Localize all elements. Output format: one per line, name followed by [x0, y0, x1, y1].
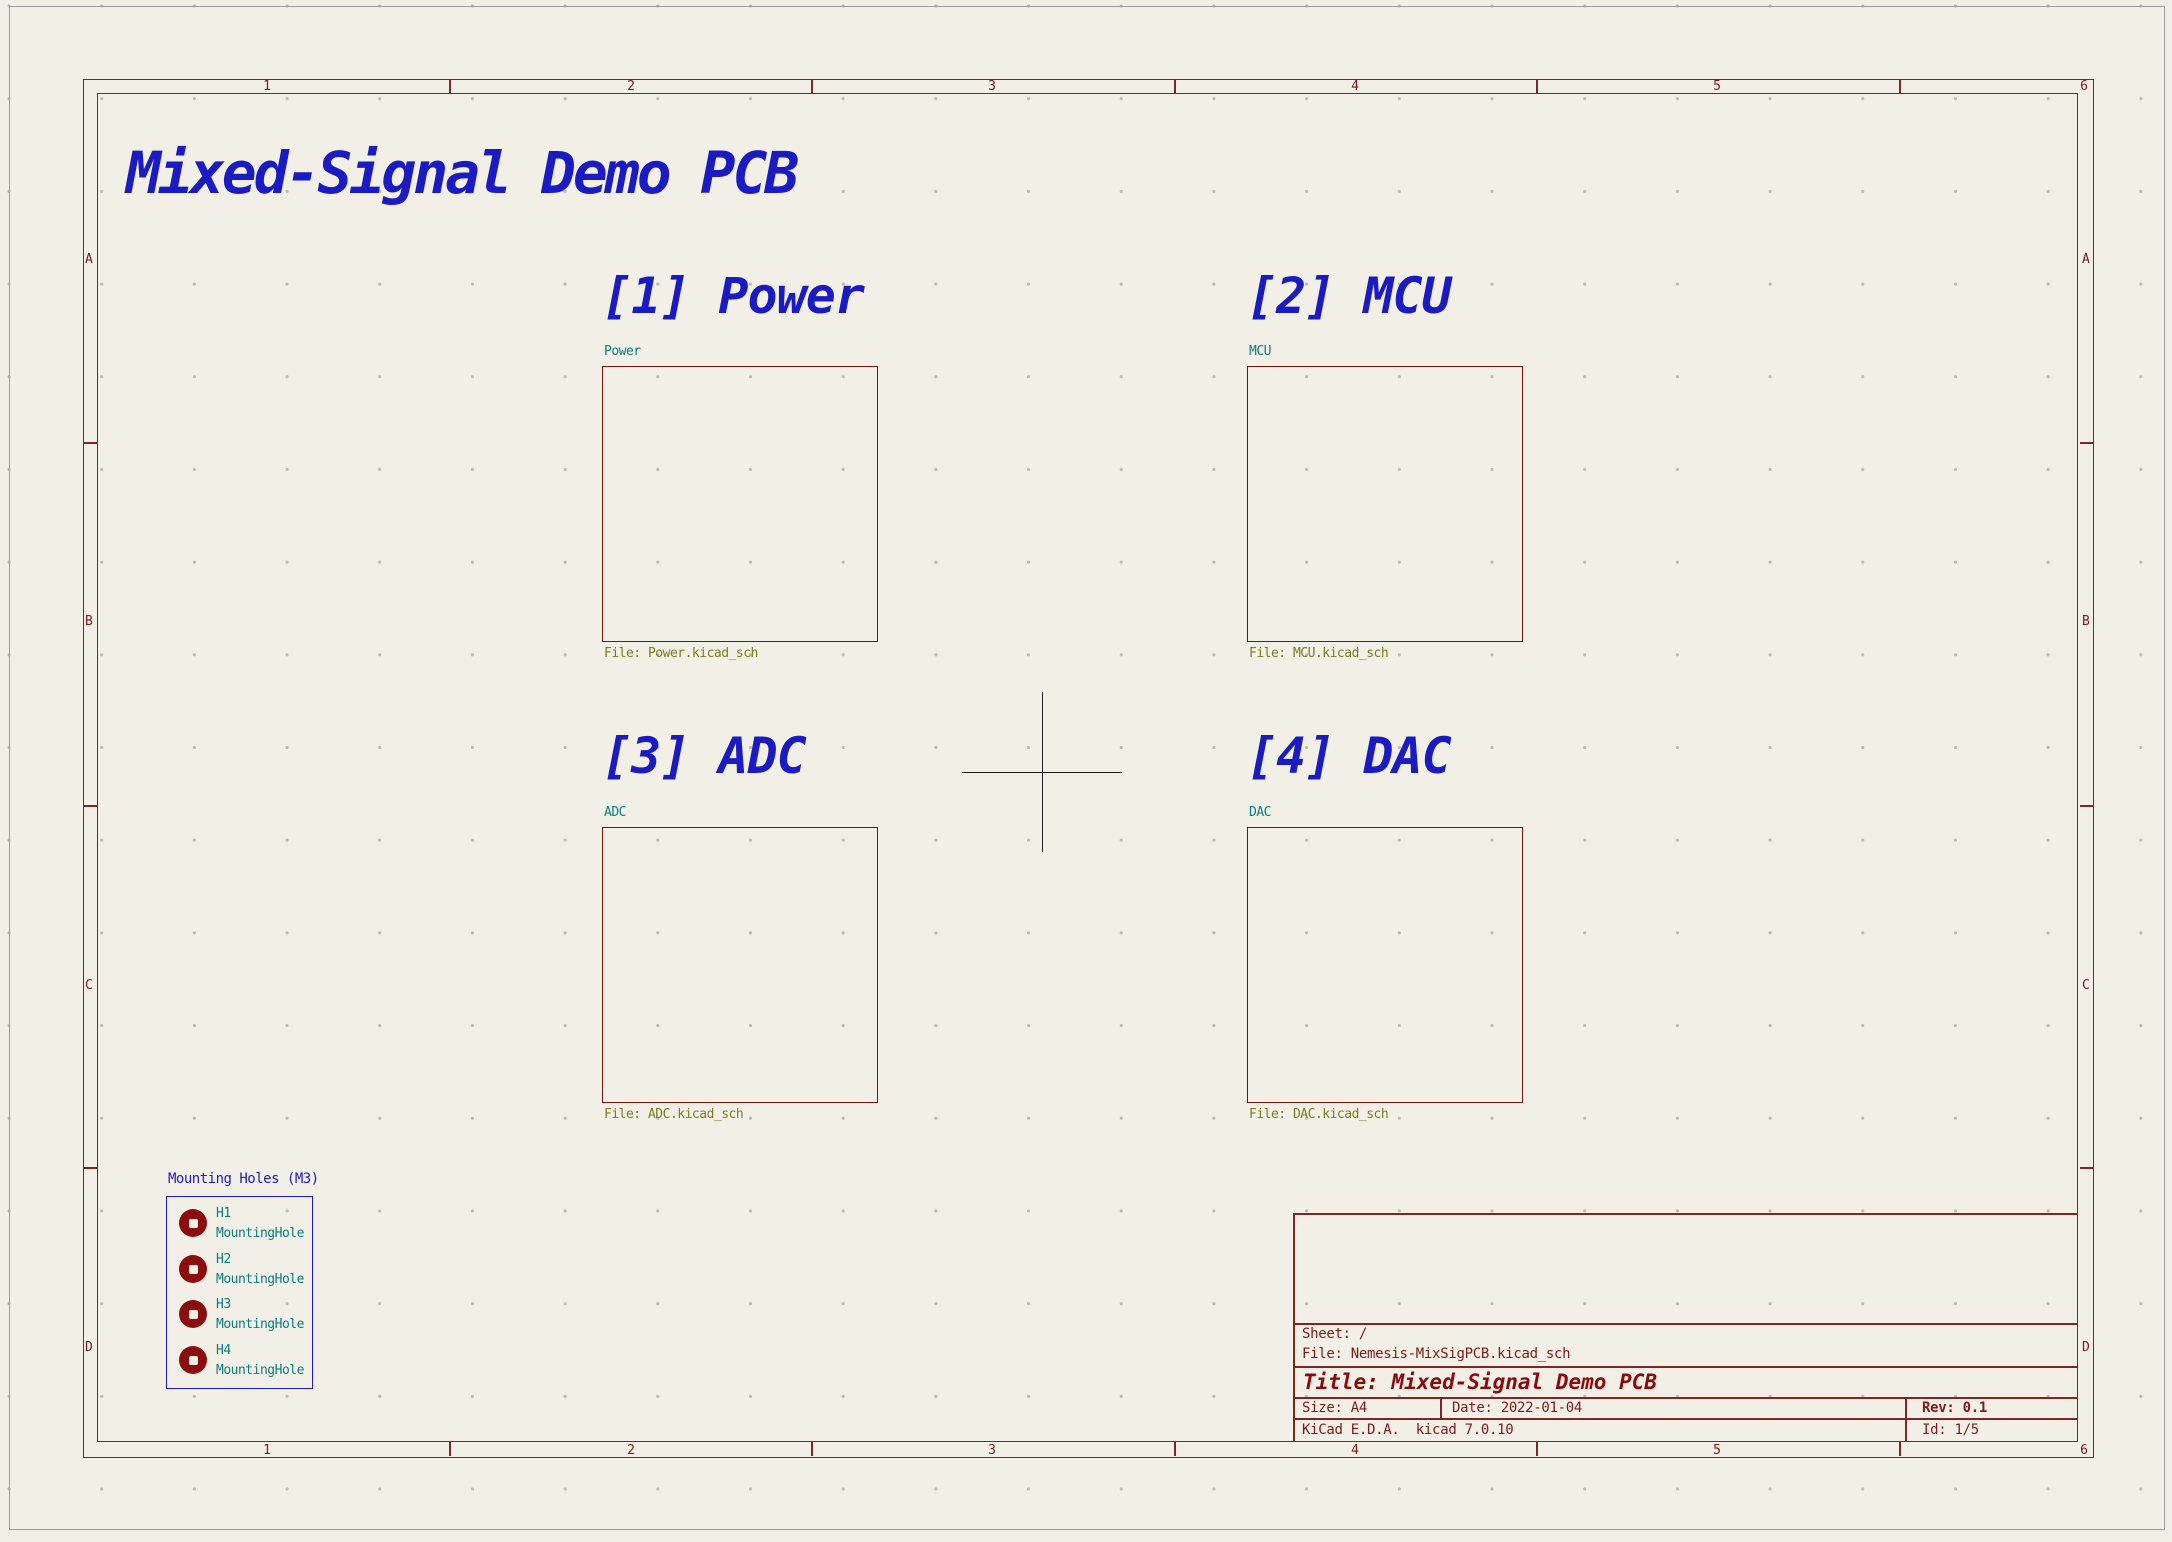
frame-tick: [811, 1442, 813, 1456]
mounting-hole-drill: [188, 1218, 198, 1228]
mounting-holes-group-label: Mounting Holes (M3): [168, 1171, 319, 1187]
sheet-file-dac: File: DAC.kicad_sch: [1249, 1107, 1389, 1122]
mounting-hole-ref: H3: [216, 1297, 231, 1312]
sheet-heading-dac[interactable]: [4] DAC: [1247, 727, 1452, 785]
frame-tick: [2080, 1167, 2094, 1169]
frame-row-label: B: [2082, 614, 2090, 629]
frame-tick: [2080, 442, 2094, 444]
frame-column-label: 2: [627, 79, 635, 94]
frame-column-label: 1: [263, 1443, 271, 1458]
sheet-box-adc[interactable]: [602, 827, 878, 1103]
mounting-hole-ref: H4: [216, 1343, 231, 1358]
title-block-divider: [1293, 1323, 2078, 1325]
sheet-file-adc: File: ADC.kicad_sch: [604, 1107, 744, 1122]
title-block-title: Title: Mixed-Signal Demo PCB: [1303, 1370, 1658, 1394]
title-block-date: Date: 2022-01-04: [1452, 1400, 1583, 1416]
mounting-hole-ref: H1: [216, 1206, 231, 1221]
frame-tick: [1899, 79, 1901, 93]
mounting-hole-symbol-h2[interactable]: [179, 1255, 207, 1283]
title-block-divider: [1905, 1397, 1907, 1442]
crosshair-cursor-vertical: [1041, 692, 1043, 852]
frame-tick: [1174, 1442, 1176, 1456]
sheet-box-mcu[interactable]: [1247, 366, 1523, 642]
mounting-hole-symbol-h3[interactable]: [179, 1300, 207, 1328]
frame-tick: [449, 79, 451, 93]
frame-row-label: D: [85, 1340, 93, 1355]
sheet-heading-power[interactable]: [1] Power: [602, 267, 865, 325]
sheet-name-mcu: MCU: [1249, 344, 1271, 359]
mounting-hole-drill: [188, 1309, 198, 1319]
mounting-hole-ref: H2: [216, 1252, 231, 1267]
sheet-box-dac[interactable]: [1247, 827, 1523, 1103]
mounting-hole-value: MountingHole: [216, 1272, 304, 1287]
frame-tick: [1899, 1442, 1901, 1456]
sheet-name-adc: ADC: [604, 805, 626, 820]
mounting-hole-value: MountingHole: [216, 1226, 304, 1241]
frame-row-label: C: [2082, 978, 2090, 993]
frame-tick: [1536, 1442, 1538, 1456]
mounting-hole-symbol-h4[interactable]: [179, 1346, 207, 1374]
frame-outer-border: [83, 79, 2094, 1458]
page-edge: [9, 6, 2165, 1530]
frame-row-label: B: [85, 614, 93, 629]
mounting-holes-group-box[interactable]: [166, 1196, 313, 1389]
title-block-top-edge: [1293, 1213, 2078, 1215]
frame-tick: [83, 442, 97, 444]
title-block-rev: Rev: 0.1: [1922, 1400, 1988, 1416]
title-block-left-edge: [1293, 1213, 1295, 1442]
sheet-box-power[interactable]: [602, 366, 878, 642]
title-block-divider: [1293, 1418, 2078, 1420]
frame-row-label: A: [85, 252, 93, 267]
mounting-hole-symbol-h1[interactable]: [179, 1209, 207, 1237]
frame-row-label: D: [2082, 1340, 2090, 1355]
frame-column-label: 4: [1351, 79, 1359, 94]
frame-row-label: A: [2082, 252, 2090, 267]
frame-tick: [1536, 79, 1538, 93]
title-block-divider: [1440, 1397, 1442, 1418]
frame-column-label: 4: [1351, 1443, 1359, 1458]
title-block-generator: KiCad E.D.A. kicad 7.0.10: [1302, 1422, 1514, 1438]
title-block-file: File: Nemesis-MixSigPCB.kicad_sch: [1302, 1346, 1571, 1362]
sheet-file-power: File: Power.kicad_sch: [604, 646, 758, 661]
frame-tick: [2080, 805, 2094, 807]
frame-tick: [449, 1442, 451, 1456]
frame-column-label: 3: [988, 1443, 996, 1458]
sheet-file-mcu: File: MCU.kicad_sch: [1249, 646, 1389, 661]
frame-column-label: 6: [2080, 79, 2088, 94]
sheet-heading-mcu[interactable]: [2] MCU: [1247, 267, 1452, 325]
frame-tick: [83, 805, 97, 807]
frame-column-label: 5: [1713, 1443, 1721, 1458]
mounting-hole-value: MountingHole: [216, 1317, 304, 1332]
sheet-name-power: Power: [604, 344, 641, 359]
title-block-divider: [1293, 1397, 2078, 1399]
frame-inner-border: [97, 93, 2078, 1442]
mounting-hole-value: MountingHole: [216, 1363, 304, 1378]
frame-column-label: 1: [263, 79, 271, 94]
frame-column-label: 2: [627, 1443, 635, 1458]
mounting-hole-drill: [188, 1264, 198, 1274]
mounting-hole-drill: [188, 1355, 198, 1365]
title-block-size: Size: A4: [1302, 1400, 1368, 1416]
frame-column-label: 5: [1713, 79, 1721, 94]
sheet-name-dac: DAC: [1249, 805, 1271, 820]
frame-tick: [811, 79, 813, 93]
title-block-divider: [1293, 1366, 2078, 1368]
sheet-heading-adc[interactable]: [3] ADC: [602, 727, 807, 785]
frame-tick: [1174, 79, 1176, 93]
frame-row-label: C: [85, 978, 93, 993]
title-block-id: Id: 1/5: [1922, 1422, 1979, 1438]
schematic-title-text[interactable]: Mixed-Signal Demo PCB: [126, 139, 799, 207]
frame-column-label: 3: [988, 79, 996, 94]
frame-tick: [83, 1167, 97, 1169]
title-block-sheet: Sheet: /: [1302, 1326, 1368, 1342]
frame-column-label: 6: [2080, 1443, 2088, 1458]
